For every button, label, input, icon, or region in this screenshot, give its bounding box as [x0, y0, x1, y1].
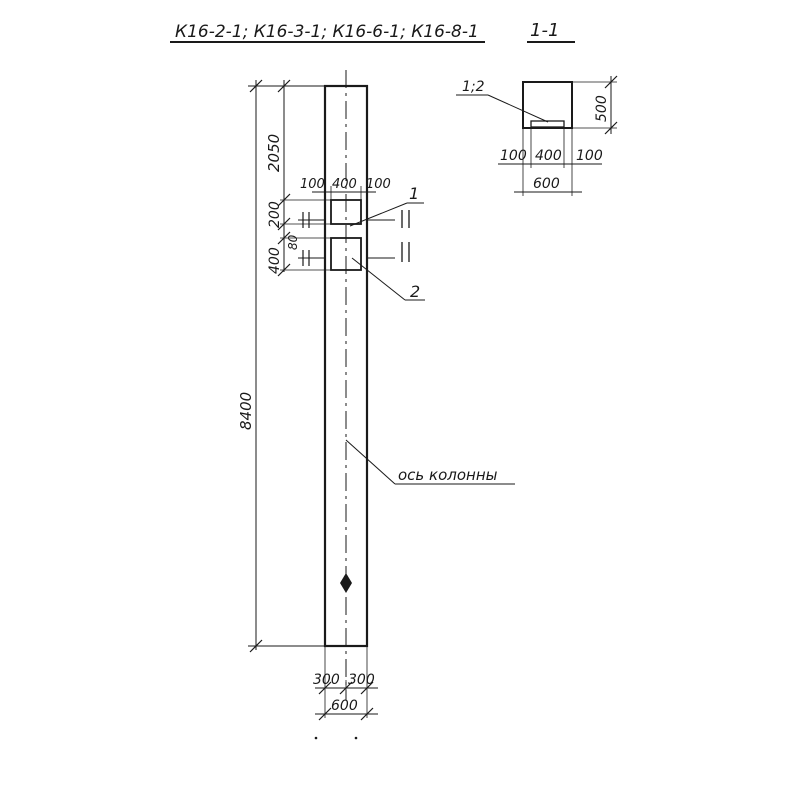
section-tick-top [604, 75, 618, 89]
section-label: 1;2 [462, 79, 485, 95]
tick-base-5 [360, 707, 374, 721]
dim-gap: 80 [286, 234, 300, 250]
tick-base-2 [339, 681, 353, 695]
dim-width-top-right: 100 [366, 177, 391, 192]
stray-dot-1 [314, 736, 318, 740]
section-dim-width-mid: 400 [535, 148, 562, 164]
dim-width-top-left: 100 [300, 177, 325, 192]
stray-dot-2 [354, 736, 358, 740]
section-dim-height: 500 [594, 95, 610, 122]
section-title: 1-1 [530, 20, 559, 41]
tick-upper-top [277, 79, 291, 93]
section-dim-width-right: 100 [576, 148, 603, 164]
dim-opening-top: 200 [267, 201, 283, 228]
axis-leader [345, 439, 396, 485]
dim-top: 2050 [265, 134, 283, 172]
tick-top [249, 79, 263, 93]
dim-opening-bottom: 400 [267, 247, 283, 274]
leader-1 [349, 202, 408, 227]
section-leader [487, 94, 549, 123]
drawing-title: К16-2-1; К16-3-1; К16-6-1; К16-8-1 [175, 22, 479, 42]
section-dim-width-left: 100 [500, 148, 527, 164]
section-tick-bottom [604, 121, 618, 135]
label-1: 1 [409, 184, 419, 203]
dim-total-height: 8400 [237, 392, 255, 430]
section-plate [530, 120, 565, 128]
column-base-marker [340, 573, 352, 593]
tick-bottom [249, 639, 263, 653]
tick-base-3 [360, 681, 374, 695]
tick-base-4 [318, 707, 332, 721]
opening-1 [330, 199, 362, 225]
opening-2 [330, 237, 362, 271]
leader-2 [351, 257, 406, 301]
dim-base-right: 300 [348, 672, 375, 688]
dim-width-top-mid: 400 [332, 177, 357, 192]
tick-base-1 [318, 681, 332, 695]
dim-base-total: 600 [331, 698, 358, 714]
section-outline [522, 81, 573, 129]
dim-base-left: 300 [313, 672, 340, 688]
section-dim-total: 600 [533, 176, 560, 192]
axis-label: ось колонны [398, 466, 498, 484]
label-2: 2 [410, 282, 420, 301]
